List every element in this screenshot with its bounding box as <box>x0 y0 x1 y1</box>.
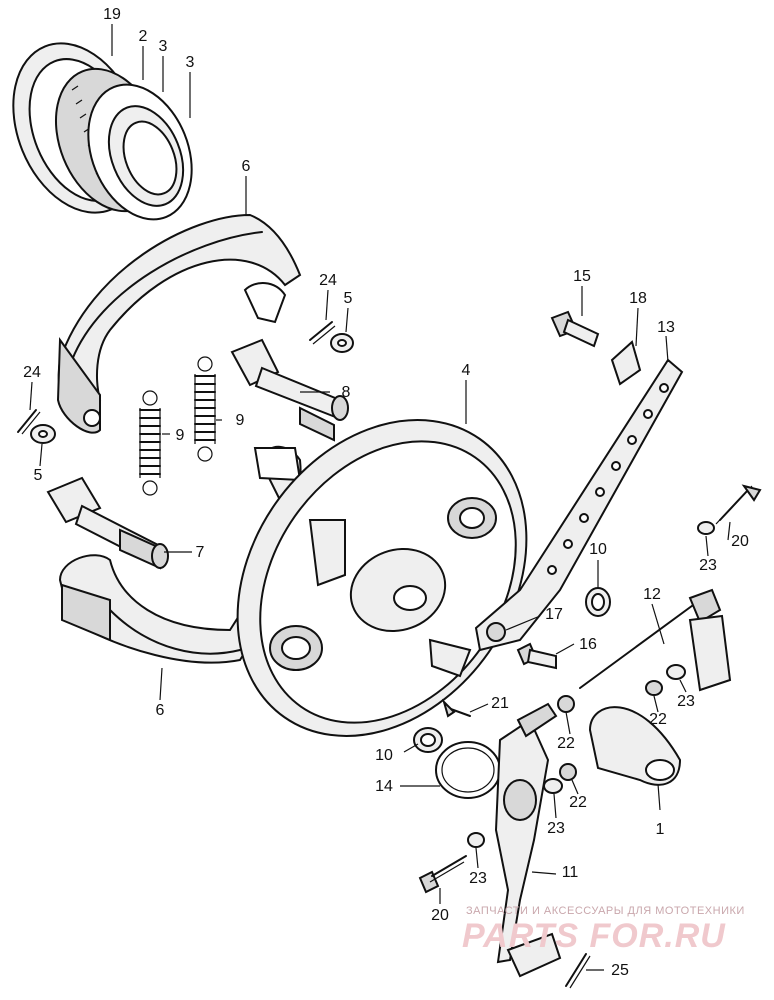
pin-25 <box>565 953 591 989</box>
callout-5-a: 5 <box>343 290 353 307</box>
cotter-pin-upper <box>309 321 336 345</box>
callout-18: 18 <box>629 290 647 307</box>
callout-14: 14 <box>375 778 393 795</box>
watermark-logo: PARTS FOR.RU <box>462 917 726 955</box>
washer-left <box>30 424 56 444</box>
nut-17 <box>486 622 506 642</box>
bolt-20-upper <box>715 484 762 525</box>
callout-19: 19 <box>103 6 121 23</box>
washer-upper <box>330 333 354 353</box>
callout-22-a: 22 <box>557 735 575 752</box>
callout-22-c: 22 <box>569 794 587 811</box>
spring-left <box>139 390 161 496</box>
brake-panel <box>236 419 528 737</box>
washer-23-bottom <box>467 832 485 848</box>
bolt-21 <box>441 698 471 718</box>
torque-arm <box>474 358 684 652</box>
brake-arm-collar <box>588 706 682 786</box>
nut-22-lower <box>559 763 577 781</box>
brake-drum-assembly <box>12 42 193 221</box>
brake-shoe-upper <box>56 213 302 434</box>
bolt-15 <box>550 310 600 348</box>
washer-23-upper <box>697 521 715 535</box>
washer-10-right <box>585 587 611 617</box>
callout-3-a: 3 <box>158 38 168 55</box>
callout-24-a: 24 <box>319 272 337 289</box>
callout-5-b: 5 <box>33 467 43 484</box>
brake-rod <box>579 588 732 692</box>
leader-lines <box>29 24 731 971</box>
callout-23-a: 23 <box>699 557 717 574</box>
callout-20-a: 20 <box>731 533 749 550</box>
callout-11: 11 <box>561 864 579 881</box>
callout-21: 21 <box>491 695 509 712</box>
brake-cam <box>230 338 349 442</box>
callout-3-b: 3 <box>185 54 195 71</box>
callout-9-a: 9 <box>175 427 185 444</box>
callout-22-b: 22 <box>649 711 667 728</box>
callout-23-b: 23 <box>677 693 695 710</box>
callout-16: 16 <box>579 636 597 653</box>
callout-1: 1 <box>655 821 665 838</box>
brake-cam-left <box>46 476 169 570</box>
callout-7: 7 <box>195 544 205 561</box>
callout-6-a: 6 <box>241 158 251 175</box>
callout-6-b: 6 <box>155 702 165 719</box>
washer-10-left <box>413 727 443 753</box>
washer-23-lower <box>543 778 563 794</box>
spring-ring-14 <box>435 741 501 799</box>
callout-2: 2 <box>138 28 148 45</box>
nut-22-upper <box>557 695 575 713</box>
callout-23-d: 23 <box>469 870 487 887</box>
callout-10-a: 10 <box>589 541 607 558</box>
callout-4: 4 <box>461 362 471 379</box>
callout-9-b: 9 <box>235 412 245 429</box>
spring-right <box>194 356 216 462</box>
nut-22-mid <box>645 680 663 696</box>
watermark-caption: ЗАПЧАСТИ И АКСЕССУАРЫ ДЛЯ МОТОТЕХНИКИ <box>466 905 745 917</box>
callout-17: 17 <box>545 606 563 623</box>
callout-8: 8 <box>341 384 351 401</box>
cotter-pin-left <box>17 409 41 435</box>
callout-20-b: 20 <box>431 907 449 924</box>
callout-24-b: 24 <box>23 364 41 381</box>
callout-12: 12 <box>643 586 661 603</box>
clip-18 <box>610 340 642 386</box>
bolt-16 <box>516 642 557 670</box>
washer-23-mid <box>666 664 686 680</box>
callout-15: 15 <box>573 268 591 285</box>
brake-lever <box>494 702 562 978</box>
callout-13: 13 <box>657 319 675 336</box>
callout-23-c: 23 <box>547 820 565 837</box>
bolt-20-lower <box>418 855 467 894</box>
callout-10-b: 10 <box>375 747 393 764</box>
callout-25: 25 <box>611 962 629 979</box>
